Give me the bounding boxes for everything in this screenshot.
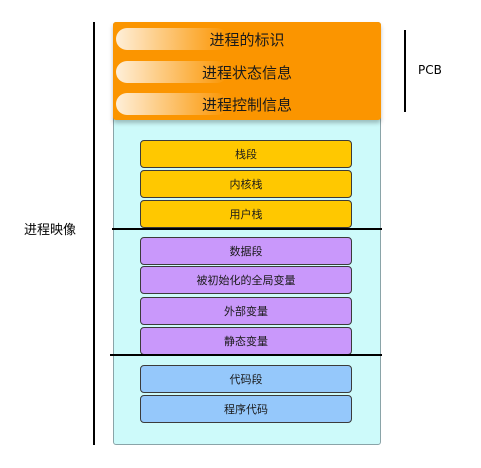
segment-code: 代码段 <box>140 365 352 393</box>
pcb-row-control: 进程控制信息 <box>113 90 381 118</box>
process-image-label: 进程映像 <box>24 223 77 238</box>
segment-kernel-stack: 内核栈 <box>140 170 352 198</box>
pcb-row-identifier: 进程的标识 <box>113 25 381 53</box>
separator-line <box>110 354 382 356</box>
segment-static-vars: 静态变量 <box>140 327 352 355</box>
pcb-row-label: 进程的标识 <box>209 30 285 49</box>
segment-data: 数据段 <box>140 237 352 265</box>
pcb-row-label: 进程状态信息 <box>201 63 292 82</box>
pcb-row-state: 进程状态信息 <box>113 58 381 86</box>
pcb-row-label: 进程控制信息 <box>201 95 292 114</box>
segment-external-vars: 外部变量 <box>140 297 352 325</box>
pcb-label: PCB <box>418 63 442 77</box>
segment-initialized-globals: 被初始化的全局变量 <box>140 266 352 294</box>
segment-program-code: 程序代码 <box>140 395 352 423</box>
pcb-bracket <box>404 30 406 112</box>
segment-user-stack: 用户栈 <box>140 200 352 228</box>
separator-line <box>112 228 382 230</box>
segment-stack: 栈段 <box>140 140 352 168</box>
pcb-block: 进程的标识 进程状态信息 进程控制信息 <box>113 22 381 120</box>
process-image-bracket <box>93 22 95 445</box>
